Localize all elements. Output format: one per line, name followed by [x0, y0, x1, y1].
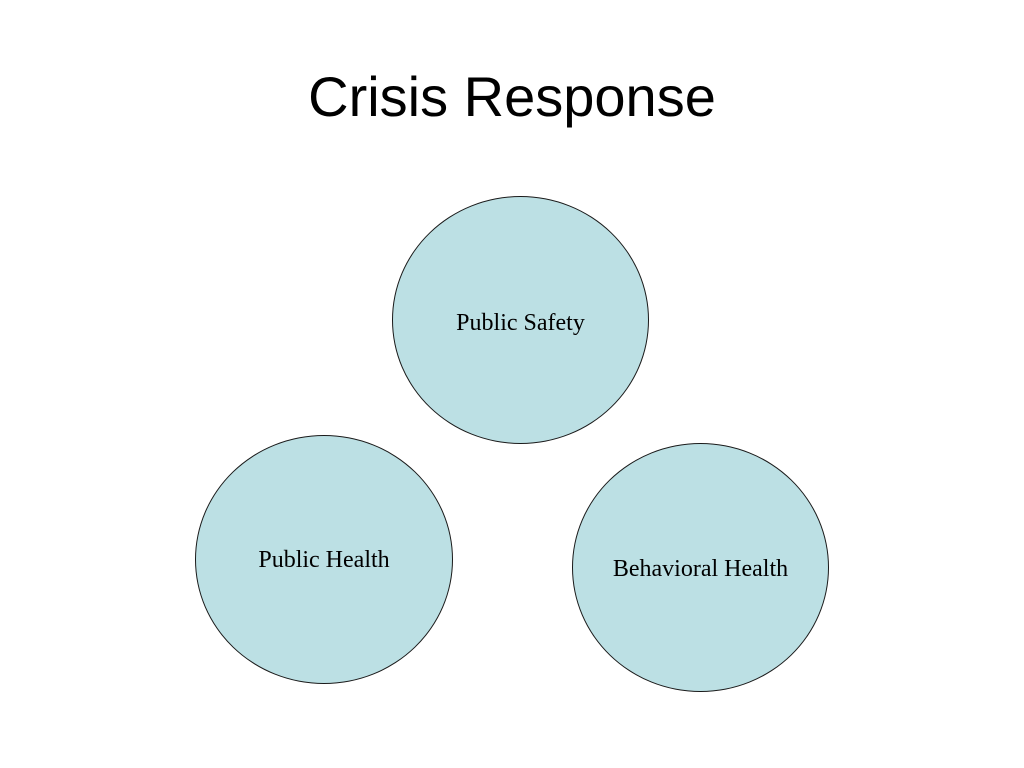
slide-title: Crisis Response: [308, 65, 716, 128]
public-health-label: Public Health: [258, 547, 390, 573]
public-health-circle: Public Health: [195, 435, 453, 684]
public-safety-circle: Public Safety: [392, 196, 649, 444]
behavioral-health-label: Behavioral Health: [612, 556, 789, 582]
behavioral-health-circle: Behavioral Health: [572, 443, 829, 692]
public-safety-label: Public Safety: [456, 309, 585, 336]
